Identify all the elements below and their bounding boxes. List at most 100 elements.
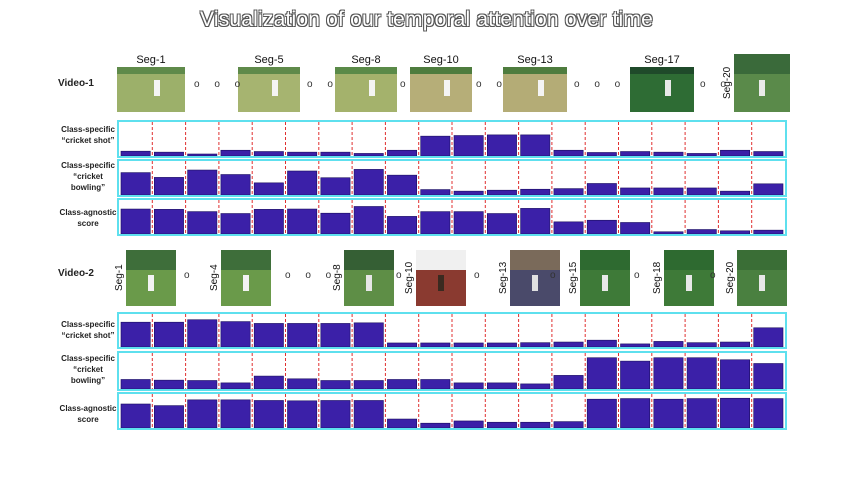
attention-bar bbox=[720, 359, 751, 389]
ellipsis-dots: o bbox=[634, 270, 646, 281]
attention-strip bbox=[117, 312, 787, 349]
attention-bar bbox=[220, 174, 251, 195]
video-2-label: Video-2 bbox=[58, 268, 94, 279]
attention-bar bbox=[486, 421, 517, 428]
attention-bar bbox=[486, 134, 517, 156]
ellipsis-dots: o o o bbox=[194, 79, 247, 90]
video-frame-thumbnail: Seg-10 bbox=[410, 54, 472, 112]
attention-bar bbox=[153, 177, 184, 195]
row-label-line: score bbox=[77, 219, 99, 228]
attention-bar bbox=[586, 357, 617, 389]
attention-bar bbox=[120, 172, 151, 195]
attention-bar bbox=[220, 321, 251, 347]
player-figure bbox=[532, 275, 538, 291]
attention-bar bbox=[220, 382, 251, 389]
attention-bar bbox=[753, 229, 784, 234]
attention-bar bbox=[453, 382, 484, 389]
attention-bar bbox=[387, 149, 417, 156]
attention-bar bbox=[653, 231, 684, 234]
attention-bar bbox=[253, 182, 284, 195]
attention-bar bbox=[187, 169, 218, 195]
attention-bar bbox=[586, 219, 617, 234]
attention-bar bbox=[553, 188, 584, 195]
player-figure bbox=[148, 275, 154, 291]
row-label-line: “cricket shot” bbox=[61, 136, 115, 145]
attention-bar bbox=[520, 342, 551, 347]
row-label-line: Class-specific bbox=[61, 320, 115, 329]
video-frame-thumbnail: Seg-1 bbox=[114, 250, 176, 306]
attention-bar bbox=[353, 322, 384, 347]
attention-bar bbox=[153, 151, 184, 156]
row-label-line: “cricket bbox=[73, 172, 103, 181]
attention-bar bbox=[553, 375, 584, 389]
video-frame-thumbnail: Seg-20 bbox=[725, 250, 787, 306]
attention-bar-chart bbox=[120, 394, 784, 428]
ellipsis-dots: o bbox=[710, 270, 722, 281]
attention-bar bbox=[120, 208, 151, 234]
player-figure bbox=[444, 80, 450, 96]
attention-bar bbox=[420, 211, 451, 234]
attention-bar bbox=[320, 151, 351, 156]
attention-bar bbox=[620, 343, 651, 347]
player-figure bbox=[759, 275, 765, 291]
attention-bar bbox=[420, 342, 451, 347]
attention-bar bbox=[686, 357, 717, 389]
attention-bar bbox=[720, 397, 751, 428]
attention-bar bbox=[553, 221, 584, 234]
attention-bar bbox=[753, 363, 784, 389]
attention-bar bbox=[753, 151, 784, 156]
attention-bar bbox=[120, 150, 151, 156]
attention-bar bbox=[353, 380, 384, 389]
attention-bar bbox=[620, 360, 651, 389]
attention-bar bbox=[287, 208, 318, 234]
row-label-cricket-shot: Class-specific “cricket shot” bbox=[32, 319, 144, 341]
attention-bar bbox=[320, 212, 351, 234]
attention-strip bbox=[117, 198, 787, 236]
attention-bar bbox=[553, 421, 584, 428]
player-figure bbox=[272, 80, 278, 96]
attention-bar-chart bbox=[120, 200, 784, 234]
frame-background bbox=[114, 250, 176, 270]
segment-label: Seg-8 bbox=[335, 54, 397, 67]
segment-label: Seg-18 bbox=[652, 250, 664, 306]
attention-bar bbox=[753, 327, 784, 347]
attention-bar bbox=[387, 418, 417, 428]
attention-bar bbox=[220, 149, 251, 156]
attention-bar bbox=[653, 357, 684, 389]
player-figure bbox=[686, 275, 692, 291]
attention-strip bbox=[117, 159, 787, 197]
attention-bar bbox=[287, 151, 318, 156]
figure-title: Visualization of our temporal attention … bbox=[200, 8, 653, 31]
attention-bar bbox=[353, 400, 384, 428]
attention-bar bbox=[653, 398, 684, 428]
attention-bar bbox=[520, 421, 551, 428]
player-figure bbox=[243, 275, 249, 291]
attention-bar bbox=[387, 216, 417, 234]
segment-label: Seg-1 bbox=[117, 54, 185, 67]
attention-bar bbox=[486, 213, 517, 234]
attention-bar bbox=[686, 342, 717, 347]
row-label-line: bowling” bbox=[70, 376, 106, 385]
row-label-class-agnostic: Class-agnostic score bbox=[32, 207, 144, 229]
attention-bar bbox=[220, 399, 251, 428]
player-figure bbox=[438, 275, 444, 291]
attention-bar bbox=[187, 319, 218, 347]
attention-bar bbox=[353, 169, 384, 195]
attention-bar bbox=[420, 379, 451, 389]
attention-bar bbox=[320, 177, 351, 195]
frame-background bbox=[722, 54, 790, 74]
attention-bar bbox=[586, 339, 617, 347]
ellipsis-dots: o bbox=[396, 270, 408, 281]
attention-bar bbox=[586, 183, 617, 195]
attention-bar bbox=[720, 341, 751, 347]
frame-background bbox=[332, 250, 394, 270]
row-label-line: Class-specific bbox=[61, 354, 115, 363]
row-label-line: Class-specific bbox=[61, 125, 115, 134]
ellipsis-dots: o o o bbox=[574, 79, 627, 90]
attention-bar bbox=[653, 151, 684, 156]
video-frame-thumbnail: Seg-13 bbox=[503, 54, 567, 112]
attention-bar bbox=[453, 190, 484, 195]
segment-label: Seg-1 bbox=[114, 250, 126, 306]
attention-bar bbox=[320, 380, 351, 389]
ellipsis-dots: o o bbox=[307, 79, 339, 90]
